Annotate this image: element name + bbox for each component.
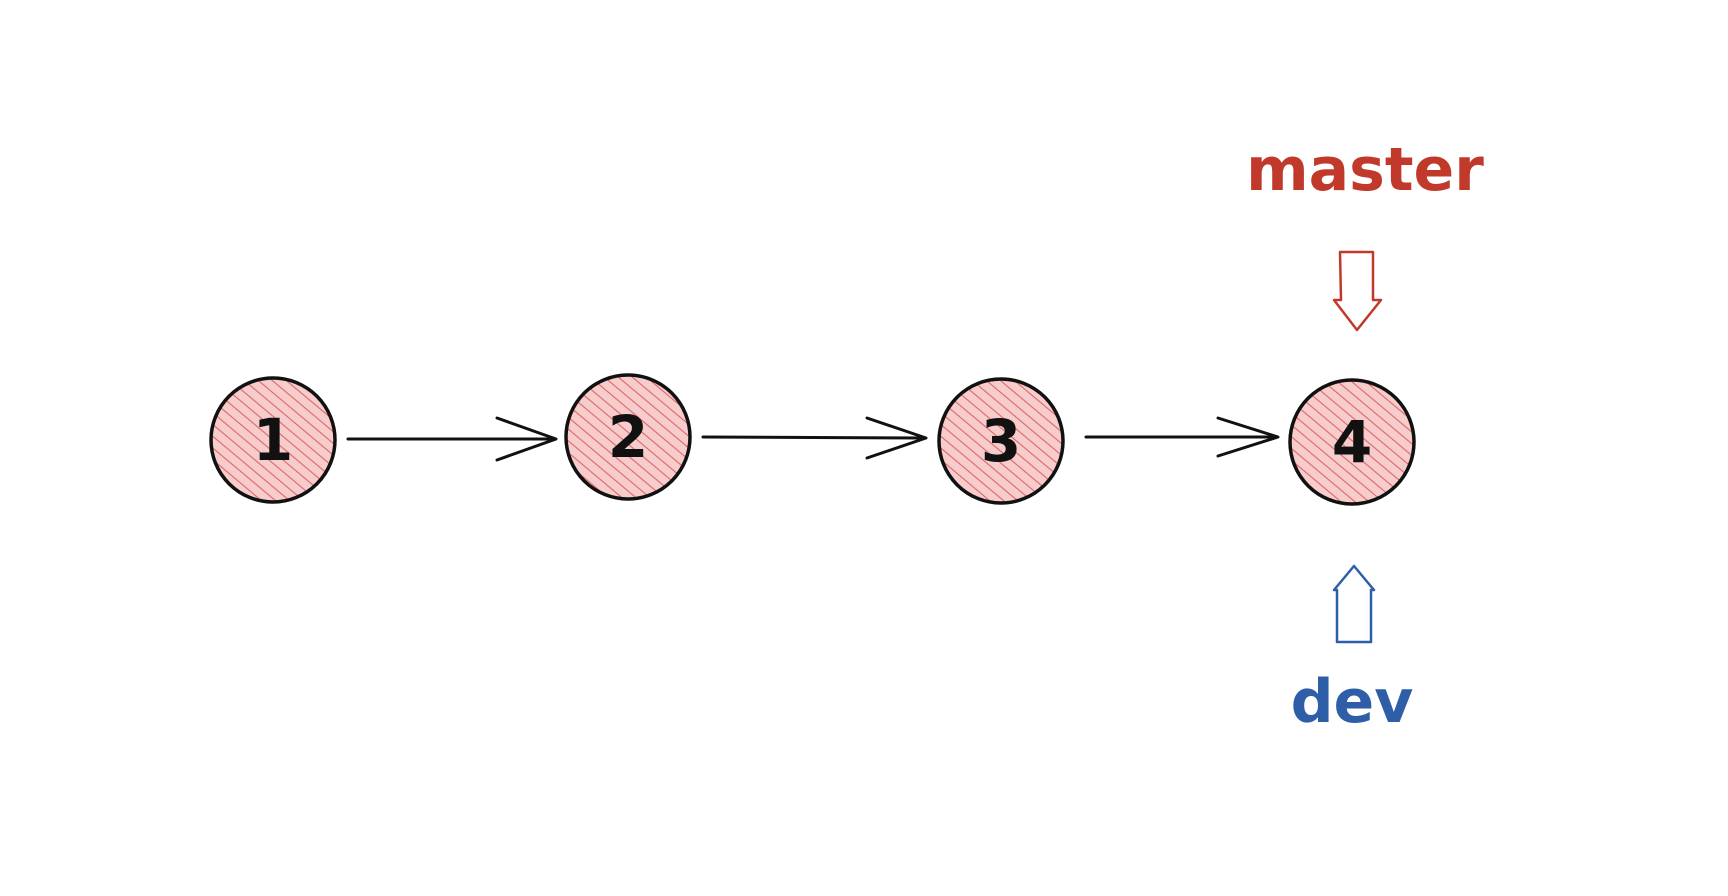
branch-pointer-dev: dev xyxy=(1291,564,1414,737)
edge-line xyxy=(701,435,927,440)
down-arrow-icon xyxy=(1332,250,1383,332)
branch-pointer-master: master xyxy=(1246,135,1484,332)
edge-c3-c4 xyxy=(1084,416,1280,458)
commit-label: 4 xyxy=(1332,408,1372,476)
commit-node-3: 3 xyxy=(937,377,1065,505)
commit-label: 2 xyxy=(608,403,648,471)
commit-node-2: 2 xyxy=(564,373,692,501)
arrowhead-icon xyxy=(865,416,928,460)
commit-circle xyxy=(937,377,1065,505)
commit-circle xyxy=(564,373,692,501)
commit-label: 1 xyxy=(253,406,293,474)
arrowhead-icon xyxy=(495,416,558,462)
commits-layer: 1 2 3 4 xyxy=(209,373,1416,506)
edge-c2-c3 xyxy=(701,416,928,460)
commit-circle xyxy=(209,376,337,504)
commit-label: 3 xyxy=(981,407,1021,475)
commit-node-1: 1 xyxy=(209,376,337,504)
up-arrow-icon xyxy=(1332,564,1376,644)
commit-circle xyxy=(1288,378,1416,506)
edge-c1-c2 xyxy=(346,416,558,462)
arrowhead-icon xyxy=(1216,416,1280,458)
branch-label-master: master xyxy=(1246,135,1484,205)
edges-layer xyxy=(346,416,1280,462)
branch-label-dev: dev xyxy=(1291,667,1414,737)
commit-node-4: 4 xyxy=(1288,378,1416,506)
